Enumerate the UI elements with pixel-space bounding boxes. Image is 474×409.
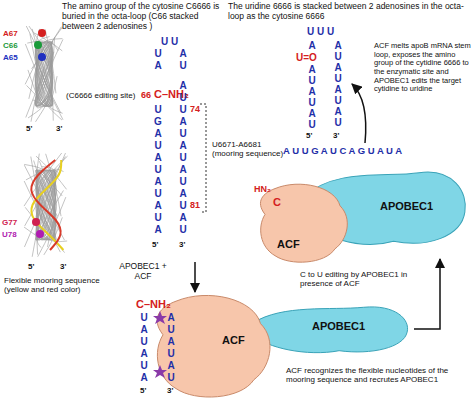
strand-end: 3' [333,131,339,140]
adenine-sphere [38,29,46,37]
strand-end: 3' [167,386,173,395]
strand-end: 3' [56,124,62,133]
step-arrow [352,84,366,143]
adenine-sphere [38,53,46,61]
nucleotide-column: A [306,40,318,51]
nucleotide-column: U A U A U A [138,312,150,384]
nucleotide-name: U78 [2,230,17,239]
cytosine-sphere [34,41,42,49]
contact-star [153,365,167,378]
protein-name: ACF [277,238,300,250]
annotation-text: ACF melts apoB mRNA stem loop, exposes t… [374,42,472,94]
strand-end: 5' [140,386,146,395]
nucleotide-column: U A [152,48,164,72]
protein-name: APOBEC1 [312,320,365,332]
edited-base: C [273,196,281,209]
protein-name: ACF [222,334,245,346]
annotation-text: ACF recognizes the flexible nucleotides … [286,366,470,384]
annotation-text: C to U editing by APOBEC1 in presence of… [300,270,430,288]
nucleotide-column: A U A U A U [165,312,177,384]
position-number: 74 [190,104,200,114]
nucleotide-name: G77 [2,218,17,227]
mooring-bracket [200,104,206,212]
strand-end: 5' [28,262,34,271]
annotation-text: Flexible mooring sequence (yellow and re… [4,276,104,294]
annotation-text: (C6666 editing site) [66,91,135,100]
mooring-strand [31,160,60,250]
backbone-stroke [36,29,62,106]
step-arrow [194,262,196,292]
edited-base: U=O [296,52,317,64]
strand-end: 3' [60,262,66,271]
mooring-strand [31,160,63,250]
reaction-arrow [414,259,440,329]
nucleotide-row: U U [161,36,178,48]
nucleotide-name: C66 [3,41,18,50]
amino-group: HN₂ [254,184,271,194]
reagent-label: APOBEC1 + ACF [118,262,168,282]
position-number: 81 [190,200,200,210]
nucleotide-column: A U [177,48,189,72]
uracil-sphere [36,230,44,238]
backbone-stroke [32,29,58,106]
contact-star [153,311,167,324]
nucleotide-column: U G A U A U A U A U A [152,104,164,236]
strand-end: 5' [306,131,312,140]
position-number: 66 [141,90,151,100]
strand-end: 5' [152,240,158,249]
nucleotide-name: A65 [3,53,18,62]
nucleotide-row: U U U [307,26,334,38]
annotation-text: U6671-A6681 (mooring sequence) [212,140,290,158]
strand-end: 3' [179,240,185,249]
edited-base: C–NH₂ [136,298,171,311]
nucleotide-column: A U A U A U A U [332,40,344,128]
nucleotide-column: A U U A U A U A U A U A U [177,80,189,236]
annotation-text: The uridine 6666 is stacked between 2 ad… [228,2,470,22]
annotation-text: The amino group of the cytosine C6666 is… [62,2,227,31]
protein-apobec1: APOBEC1 [250,298,412,360]
backbone-stroke [36,42,62,113]
rna-3d-model [24,26,68,257]
protein-name: APOBEC1 [380,200,433,212]
guanine-sphere [32,218,40,226]
nucleotide-row: A U U G A U C A G U A U A [283,146,402,157]
strand-end: 5' [26,124,32,133]
nucleotide-column: A U A U A U [306,64,318,130]
nucleotide-name: A67 [3,29,18,38]
